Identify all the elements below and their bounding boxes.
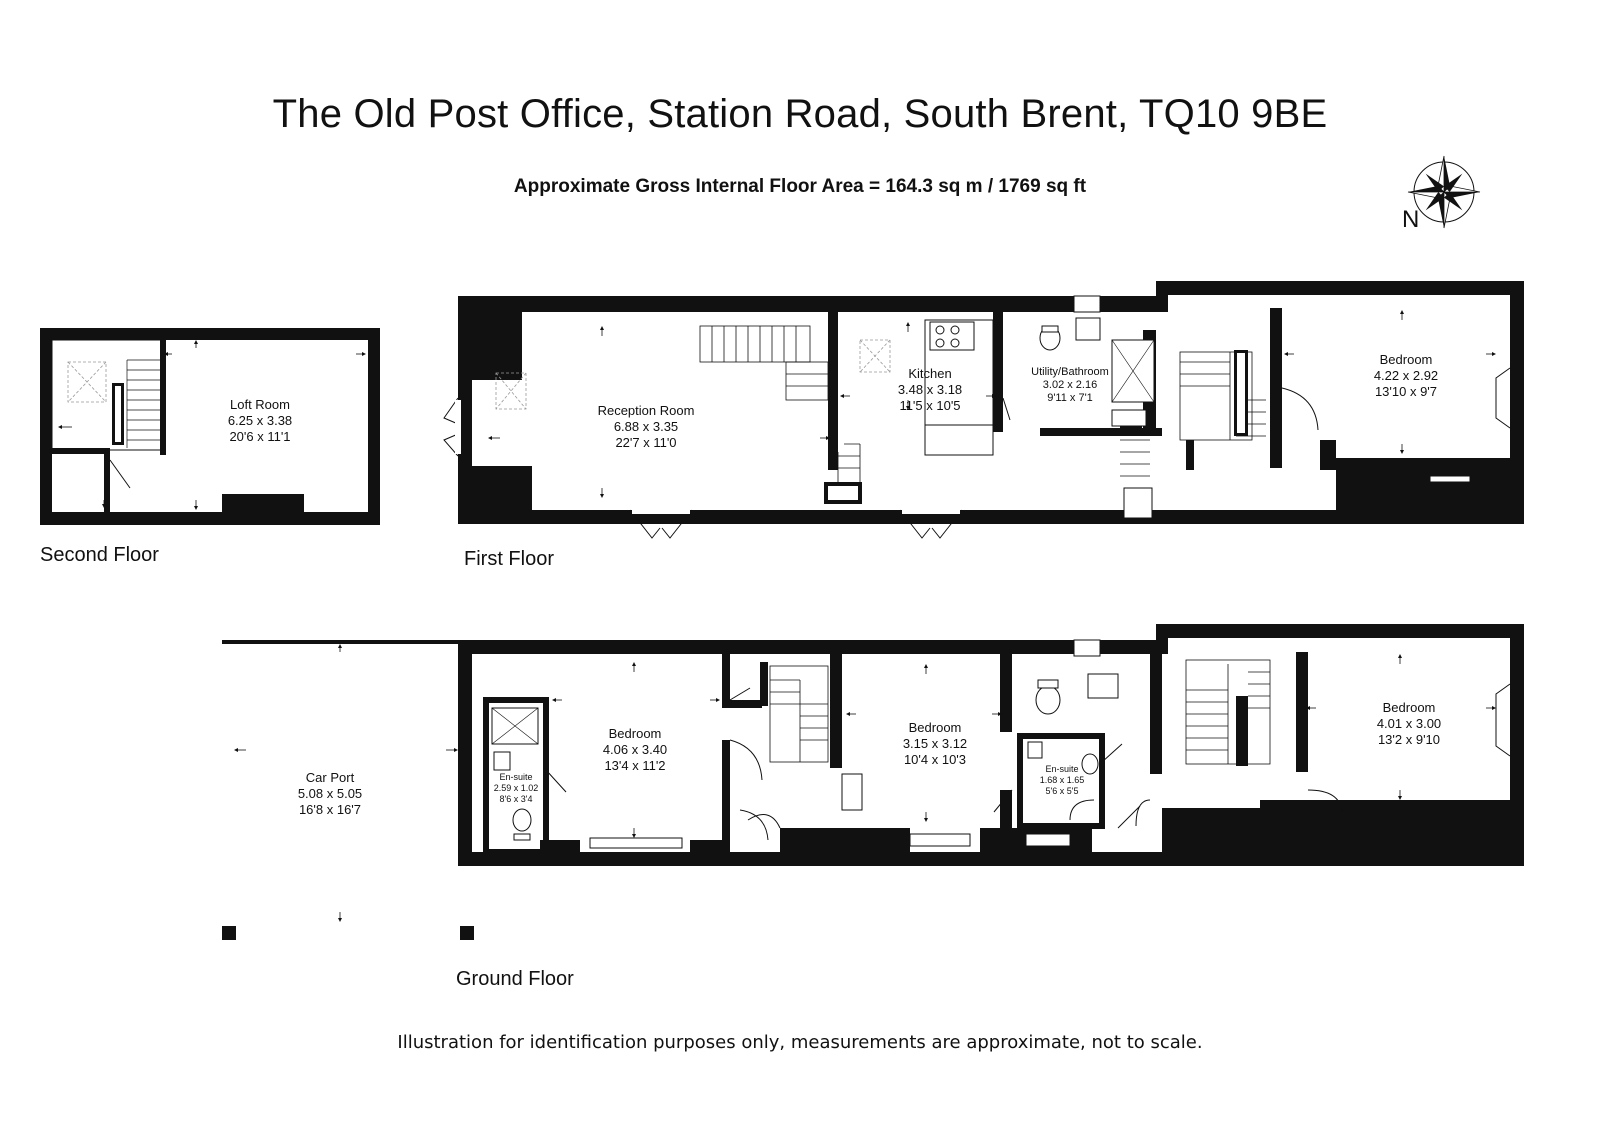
room-imperial: 10'4 x 10'3 — [903, 752, 967, 767]
room-imperial: 16'8 x 16'7 — [298, 802, 362, 817]
floor-area-summary: Approximate Gross Internal Floor Area = … — [513, 176, 1087, 197]
compass-north-label: N — [1402, 206, 1420, 233]
room-name: En-suite — [1045, 764, 1079, 774]
room-imperial: 8'6 x 3'4 — [499, 794, 533, 804]
ground-floor-plan — [222, 624, 1524, 940]
room-metric: 6.25 x 3.38 — [227, 413, 293, 428]
room-imperial: 20'6 x 11'1 — [229, 429, 291, 444]
room-ground-bedroom-1: Bedroom 4.06 x 3.40 13'4 x 11'2 — [580, 726, 690, 774]
compass-rose-icon — [1407, 155, 1481, 229]
room-metric: 6.88 x 3.35 — [613, 419, 679, 434]
room-imperial: 13'4 x 11'2 — [604, 758, 666, 773]
room-imperial: 22'7 x 11'0 — [615, 435, 677, 450]
room-imperial: 13'10 x 9'7 — [1374, 384, 1438, 399]
room-imperial: 5'6 x 5'5 — [1045, 786, 1079, 796]
room-name: Bedroom — [608, 726, 662, 741]
room-imperial: 9'11 x 7'1 — [1047, 392, 1093, 404]
room-utility-bathroom: Utility/Bathroom 3.02 x 2.16 9'11 x 7'1 — [1020, 366, 1120, 405]
first-floor-label: First Floor — [464, 548, 554, 570]
room-name: Bedroom — [908, 720, 962, 735]
page-title: The Old Post Office, Station Road, South… — [272, 92, 1328, 136]
room-first-bedroom: Bedroom 4.22 x 2.92 13'10 x 9'7 — [1356, 352, 1456, 400]
room-name: Reception Room — [597, 403, 695, 418]
room-name: Kitchen — [908, 366, 952, 381]
room-name: Utility/Bathroom — [1031, 366, 1109, 378]
cupboard-wall — [104, 454, 110, 512]
room-metric: 1.68 x 1.65 — [1039, 775, 1085, 785]
room-kitchen: Kitchen 3.48 x 3.18 11'5 x 10'5 — [880, 366, 980, 414]
room-name: Bedroom — [1382, 700, 1436, 715]
room-ground-bedroom-2: Bedroom 3.15 x 3.12 10'4 x 10'3 — [880, 720, 990, 768]
room-ensuite-1: En-suite 2.59 x 1.02 8'6 x 3'4 — [488, 772, 544, 805]
disclaimer-note: Illustration for identification purposes… — [397, 1032, 1203, 1053]
second-floor-label: Second Floor — [40, 544, 159, 566]
room-metric: 3.02 x 2.16 — [1042, 379, 1098, 391]
room-name: Loft Room — [230, 397, 290, 412]
room-metric: 5.08 x 5.05 — [297, 786, 363, 801]
room-car-port: Car Port 5.08 x 5.05 16'8 x 16'7 — [280, 770, 380, 818]
room-metric: 4.01 x 3.00 — [1376, 716, 1442, 731]
second-floor-plan — [40, 328, 380, 525]
room-loft: Loft Room 6.25 x 3.38 20'6 x 11'1 — [200, 397, 320, 445]
room-metric: 2.59 x 1.02 — [493, 783, 539, 793]
room-name: Bedroom — [1379, 352, 1433, 367]
room-name: En-suite — [499, 772, 533, 782]
room-metric: 4.06 x 3.40 — [602, 742, 668, 757]
room-ground-bedroom-3: Bedroom 4.01 x 3.00 13'2 x 9'10 — [1354, 700, 1464, 748]
room-imperial: 13'2 x 9'10 — [1377, 732, 1441, 747]
room-metric: 4.22 x 2.92 — [1373, 368, 1439, 383]
room-metric: 3.48 x 3.18 — [897, 382, 963, 397]
room-reception: Reception Room 6.88 x 3.35 22'7 x 11'0 — [576, 403, 716, 451]
room-ensuite-2: En-suite 1.68 x 1.65 5'6 x 5'5 — [1030, 764, 1094, 797]
first-floor-plan — [443, 281, 1524, 539]
ground-floor-label: Ground Floor — [456, 968, 574, 990]
room-name: Car Port — [305, 770, 355, 785]
room-metric: 3.15 x 3.12 — [902, 736, 968, 751]
room-imperial: 11'5 x 10'5 — [899, 398, 961, 413]
